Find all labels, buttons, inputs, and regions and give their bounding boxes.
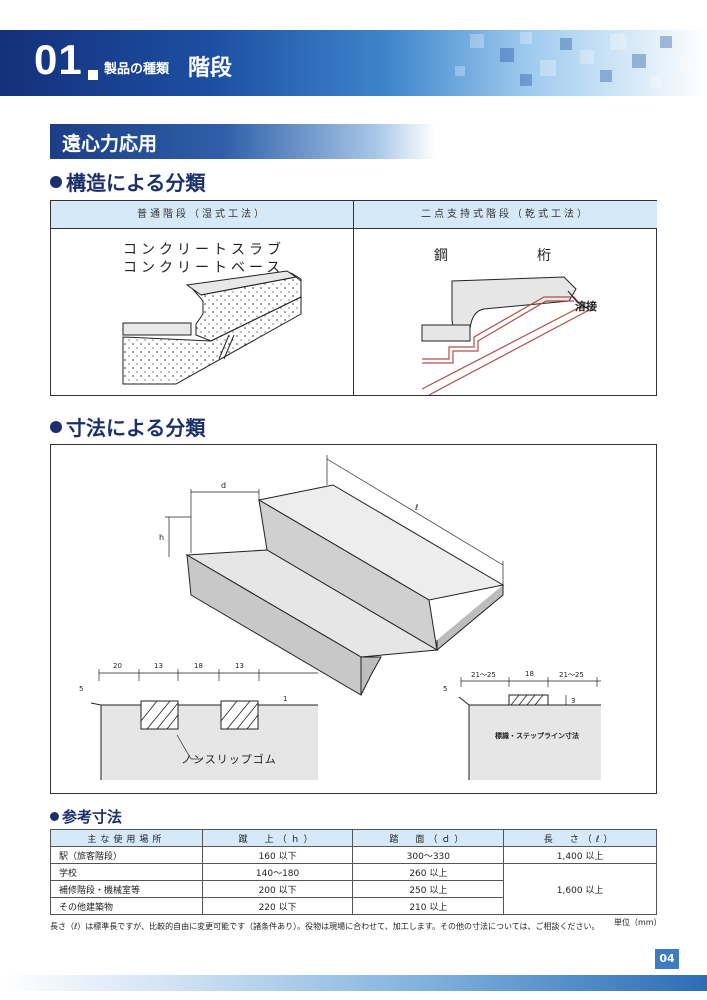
left-dim-2: 13 (154, 662, 163, 670)
left-dim-small: 5 (79, 685, 84, 693)
structure-heading-text: 構造による分類 (66, 171, 206, 195)
footnote: 長さ（ℓ）は標準長ですが、比較的自由に変更可能です（諸条件あり）。役物は現場に合… (50, 922, 600, 931)
bullet-icon (50, 421, 62, 433)
col-usage: 主な使用場所 (50, 829, 203, 847)
bullet-icon (50, 176, 62, 188)
col-riser: 蹴 上（ｈ） (201, 829, 354, 847)
col-tread: 踏 面（ｄ） (352, 829, 505, 847)
label-weld: 溶接 (575, 300, 597, 313)
footer-bar (0, 975, 707, 991)
step-line-label: 標識・ステップライン寸法 (495, 732, 579, 740)
wet-method-drawing (122, 270, 302, 385)
bullet-icon (50, 812, 59, 821)
header-banner (0, 30, 707, 96)
dimension-heading-text: 寸法による分類 (66, 416, 206, 440)
reference-table: 主な使用場所 蹴 上（ｈ） 踏 面（ｄ） 長 さ（ℓ） 駅（旅客階段） 160 … (50, 829, 657, 915)
label-beam: 桁 (537, 248, 555, 264)
dimension-heading: 寸法による分類 (50, 412, 205, 441)
col-length: 長 さ（ℓ） (503, 829, 657, 847)
label-concrete-base: コンクリートベース (123, 260, 285, 276)
left-dim-3: 18 (194, 662, 203, 670)
table-row: 駅（旅客階段） 160 以下 300～330 1,400 以上 (50, 846, 657, 864)
chapter-dot (88, 70, 98, 80)
section-title-bar: 遠心力応用 (50, 124, 435, 159)
page-number: 04 (655, 949, 679, 969)
right-dim-2: 18 (525, 670, 534, 678)
left-dim-4: 13 (235, 662, 244, 670)
left-dim-1: 20 (113, 662, 122, 670)
right-dim-small-3: 3 (571, 697, 576, 705)
dim-h: h (159, 533, 165, 542)
dim-l: ℓ (415, 503, 419, 512)
dimension-figure: d h ℓ 20 13 18 13 5 1 ノンスリップゴム 21～25 18 … (50, 444, 657, 794)
non-slip-rubber-label: ノンスリップゴム (181, 753, 277, 766)
table-row: その他建築物 220 以下 210 以上 (50, 897, 657, 915)
dim-d: d (221, 481, 227, 490)
step-isometric-drawing (90, 455, 601, 780)
structure-col-right: 二点支持式階段（乾式工法） (354, 201, 657, 229)
reference-heading-text: 参考寸法 (62, 808, 123, 826)
left-dim-small-right: 1 (283, 695, 288, 703)
structure-heading: 構造による分類 (50, 167, 205, 196)
label-concrete-slab: コンクリートスラブ (123, 242, 285, 258)
table-row: 補修階段・機械室等 200 以下 250 以上 (50, 880, 657, 898)
table-header-row: 主な使用場所 蹴 上（ｈ） 踏 面（ｄ） 長 さ（ℓ） (50, 829, 657, 847)
chapter-number: 01 (34, 36, 83, 83)
structure-col-left: 普通階段（湿式工法） (51, 201, 353, 229)
structure-figure: 普通階段（湿式工法） 二点支持式階段（乾式工法） コンクリートスラブ コンクリー… (50, 200, 657, 396)
chapter-subtitle: 製品の種類 (104, 62, 170, 77)
section-title: 遠心力応用 (62, 133, 158, 155)
unit-label: 単位（mm） (614, 918, 662, 927)
dry-method-drawing (421, 276, 592, 395)
reference-heading: 参考寸法 (50, 806, 122, 827)
right-dim-3: 21～25 (559, 671, 584, 679)
right-dim-small: 5 (443, 685, 448, 693)
chapter-title: 階段 (188, 56, 233, 81)
right-dim-1: 21～25 (471, 671, 496, 679)
table-row: 学校 140～180 260 以上 1,600 以上 (50, 863, 657, 915)
label-steel: 鋼 (434, 248, 452, 264)
